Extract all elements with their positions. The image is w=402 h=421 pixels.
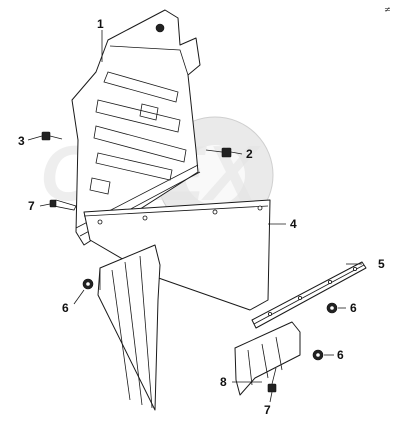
callout-7-upper: 7 (28, 199, 35, 213)
mud-flap (97, 244, 161, 411)
watermark-gear-hole (185, 145, 245, 205)
callout-6-right-lower: 6 (337, 348, 344, 362)
callout-3: 3 (18, 134, 25, 148)
leader-lines (27, 30, 362, 403)
callout-6-right-upper: 6 (350, 301, 357, 315)
nut-6-right-lower (312, 349, 324, 361)
part-4-plate (83, 199, 271, 311)
nut-6-left (82, 278, 94, 290)
corner-mark: ≠ (384, 5, 391, 14)
callout-2: 2 (246, 147, 253, 161)
bolt-2 (205, 147, 232, 158)
callout-5: 5 (378, 257, 385, 271)
part-8-small-flap (234, 321, 301, 396)
part-5-strip (251, 261, 367, 329)
part-1-panel (71, 9, 201, 246)
callout-1: 1 (97, 17, 104, 31)
callout-7-lower: 7 (264, 403, 271, 417)
callout-4: 4 (290, 217, 297, 231)
callout-6-left: 6 (62, 301, 69, 315)
bolt-7-lower (267, 367, 277, 393)
callouts: 1 2 3 4 5 6 6 6 7 7 8 (18, 17, 385, 417)
panel-top-nut (155, 23, 165, 33)
nut-6-right-upper (326, 302, 338, 314)
callout-8: 8 (220, 375, 227, 389)
bolt-7-upper (49, 199, 77, 211)
